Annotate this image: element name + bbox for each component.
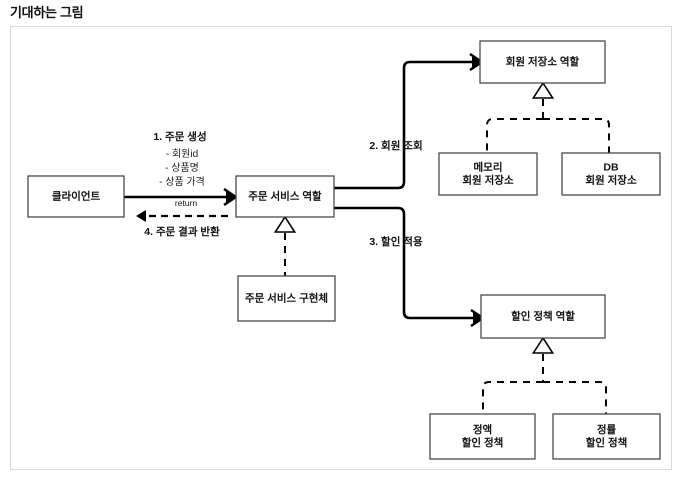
discount-policy-role-box[interactable]: 할인 정책 역할: [480, 294, 606, 339]
member-repository-role-box-rect: [479, 40, 606, 84]
order-service-impl-box-rect: [237, 275, 336, 322]
fix-discount-policy-box-rect: [429, 413, 536, 460]
order-service-role-box[interactable]: 주문 서비스 역할: [235, 175, 335, 218]
diagram-frame: [10, 26, 672, 470]
client-box[interactable]: 클라이언트: [27, 175, 125, 218]
labels-layer: 1. 주문 생성 - 회원id - 상품명- 상품 가격 2. 회원 조회 3. 할인 …: [144, 130, 423, 248]
order-service-impl-box[interactable]: 주문 서비스 구현체: [237, 275, 336, 322]
inheritance-layer: [273, 81, 610, 414]
order-service-role-box-rect: [235, 175, 335, 218]
step-1-create-order-label-param-2: - 상품 가격: [159, 175, 205, 188]
edges-layer: [124, 53, 486, 327]
return-label: return: [175, 198, 197, 208]
rate-discount-policy-box-label: 정률: [597, 423, 617, 436]
inheritance-order-service-impl-triangle: [273, 215, 297, 233]
call-edge-order-service-to-member-repository-path: [334, 60, 472, 190]
client-box-label: 클라이언트: [52, 189, 101, 202]
inheritance-discount-policy-triangle: [531, 336, 555, 354]
db-member-repository-box-label: DB: [603, 161, 619, 173]
order-service-role-box-label: 주문 서비스 역할: [248, 189, 322, 202]
inheritance-member-repository-branch-0: [486, 118, 543, 153]
return-edge-order-service-to-client: [136, 210, 228, 222]
discount-policy-role-box-rect: [480, 294, 606, 339]
return-edge-order-service-to-client-arrowhead: [136, 210, 146, 222]
page-title: 기대하는 그림: [10, 5, 84, 20]
inheritance-member-repository: [486, 81, 610, 153]
rate-discount-policy-box-rect: [552, 413, 661, 460]
inheritance-order-service-impl: [273, 215, 297, 276]
step-2-find-member-label-text: 2. 회원 조회: [369, 139, 422, 152]
rate-discount-policy-box-label: 할인 정책: [586, 436, 628, 449]
inheritance-discount-policy-branch-1: [543, 381, 607, 414]
fix-discount-policy-box-label: 할인 정책: [462, 436, 504, 449]
call-edge-order-service-to-discount-policy-arrowhead: [473, 311, 483, 325]
step-1-create-order-label-text: 1. 주문 생성: [153, 130, 206, 143]
client-box-rect: [27, 175, 125, 218]
discount-policy-role-box-label: 할인 정책 역할: [511, 309, 575, 322]
memory-member-repository-box-rect: [438, 152, 538, 196]
memory-member-repository-box-label: 메모리: [474, 160, 503, 173]
step-4-return-order-result-label: 4. 주문 결과 반환: [144, 225, 220, 238]
db-member-repository-box-rect: [561, 152, 661, 196]
memory-member-repository-box-label: 회원 저장소: [462, 173, 514, 186]
step-3-apply-discount-label-text: 3. 할인 적용: [369, 235, 423, 248]
call-edge-order-service-to-member-repository-arrowhead: [472, 55, 482, 69]
db-member-repository-box-label: 회원 저장소: [585, 173, 637, 186]
member-repository-role-box-label: 회원 저장소 역할: [506, 55, 580, 68]
call-edge-order-service-to-discount-policy-path: [334, 206, 473, 320]
step-4-return-order-result-label-text: 4. 주문 결과 반환: [144, 225, 220, 238]
step-1-create-order-label: 1. 주문 생성 - 회원id - 상품명- 상품 가격: [153, 130, 206, 188]
step-2-find-member-label: 2. 회원 조회: [369, 139, 422, 152]
inheritance-discount-policy-branch-0: [482, 381, 543, 414]
fix-discount-policy-box-label: 정액: [473, 423, 492, 436]
call-edge-order-service-to-discount-policy: [334, 206, 486, 327]
inheritance-member-repository-triangle: [531, 81, 555, 99]
call-edge-client-to-order-service-arrowhead: [226, 190, 236, 204]
step-3-apply-discount-label: 3. 할인 적용: [369, 235, 423, 248]
inheritance-discount-policy: [482, 336, 607, 414]
step-1-create-order-label-param-1: - 상품명: [165, 162, 199, 174]
inheritance-member-repository-branch-1: [543, 118, 610, 153]
order-service-impl-box-label: 주문 서비스 구현체: [245, 291, 328, 304]
member-repository-role-box[interactable]: 회원 저장소 역할: [479, 40, 606, 84]
step-1-create-order-label-param-0: - 회원id: [166, 148, 198, 160]
